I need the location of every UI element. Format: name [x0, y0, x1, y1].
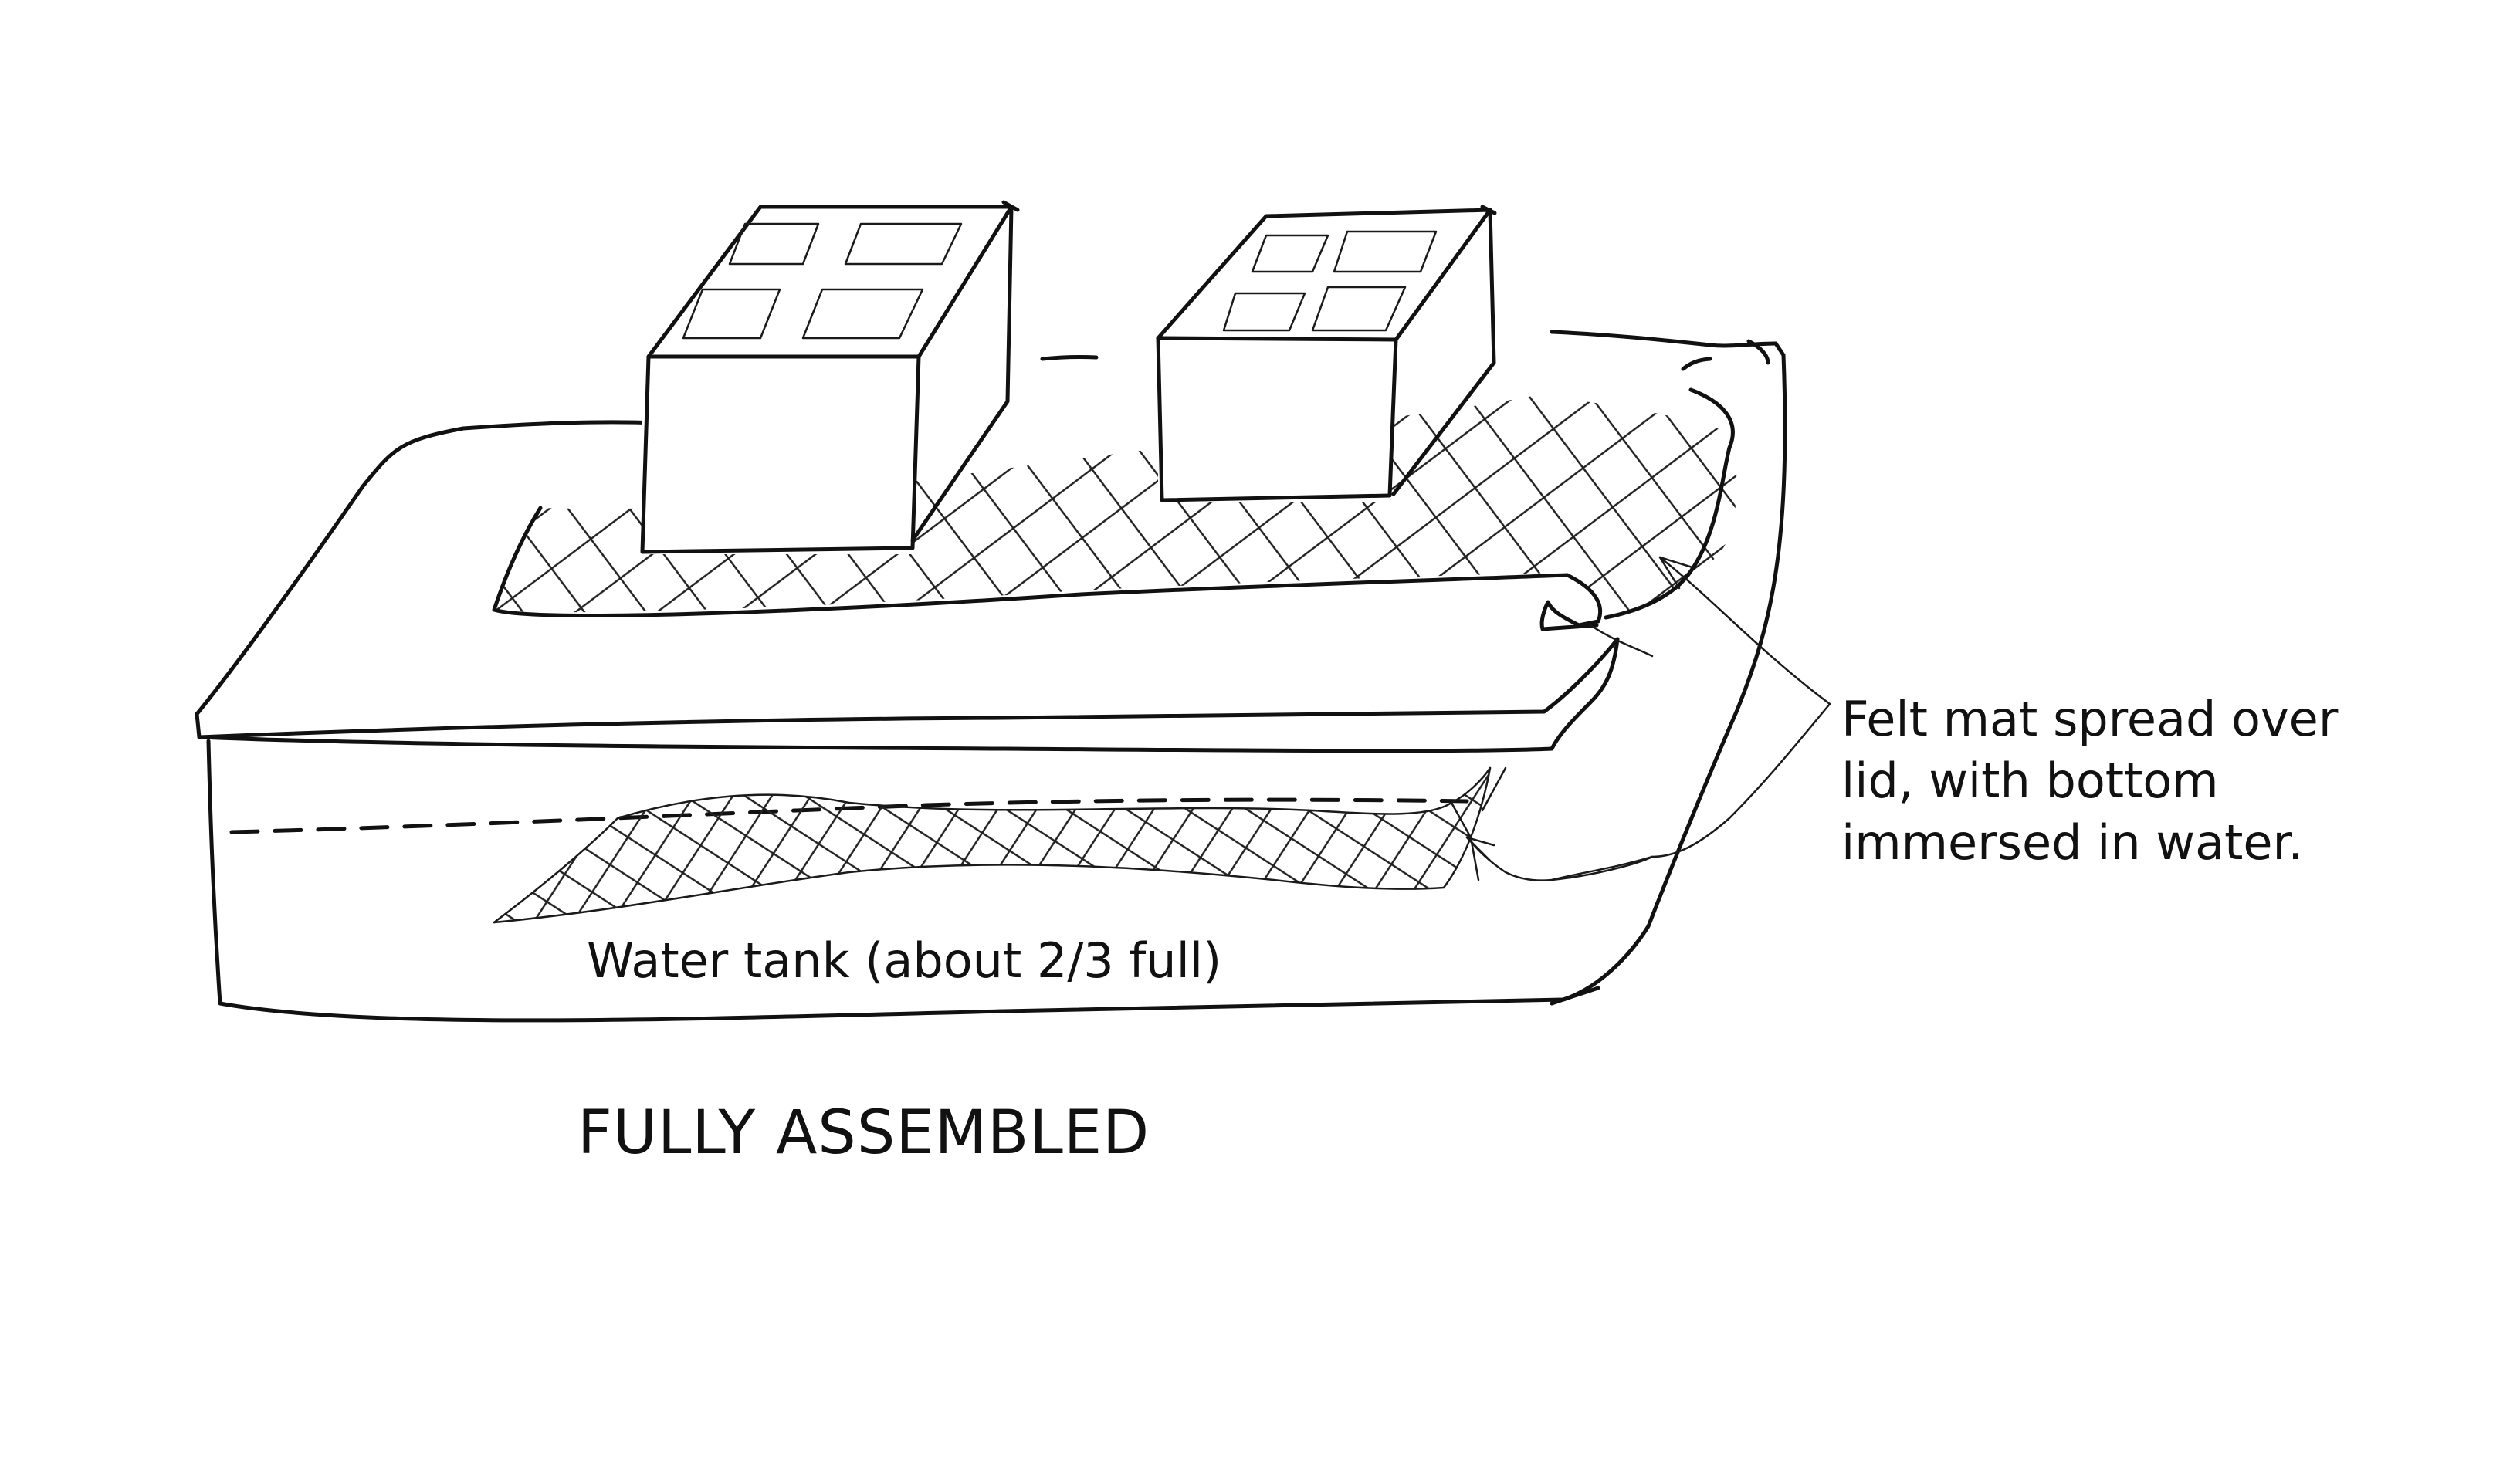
- tank-lid: [195, 330, 1786, 753]
- felt-mat-in-water: [493, 766, 1507, 924]
- weight-block-right: [1156, 205, 1497, 502]
- water-level-line: [229, 797, 1469, 834]
- water-tank-label: Water tank (about 2/3 full): [587, 932, 1222, 989]
- felt-mat-callout-line-2: lid, with bottom: [1841, 753, 2219, 809]
- weight-block-left: [640, 200, 1020, 554]
- felt-mat-callout-line-1: Felt mat spread over: [1841, 691, 2339, 747]
- callout-leaders: [1465, 556, 1831, 881]
- diagram-caption: FULLY ASSEMBLED: [578, 1098, 1150, 1168]
- water-tank: [206, 353, 1787, 1023]
- felt-mat-callout: Felt mat spread over lid, with bottom im…: [1841, 689, 2338, 874]
- felt-mat-callout-line-3: immersed in water.: [1841, 814, 2304, 871]
